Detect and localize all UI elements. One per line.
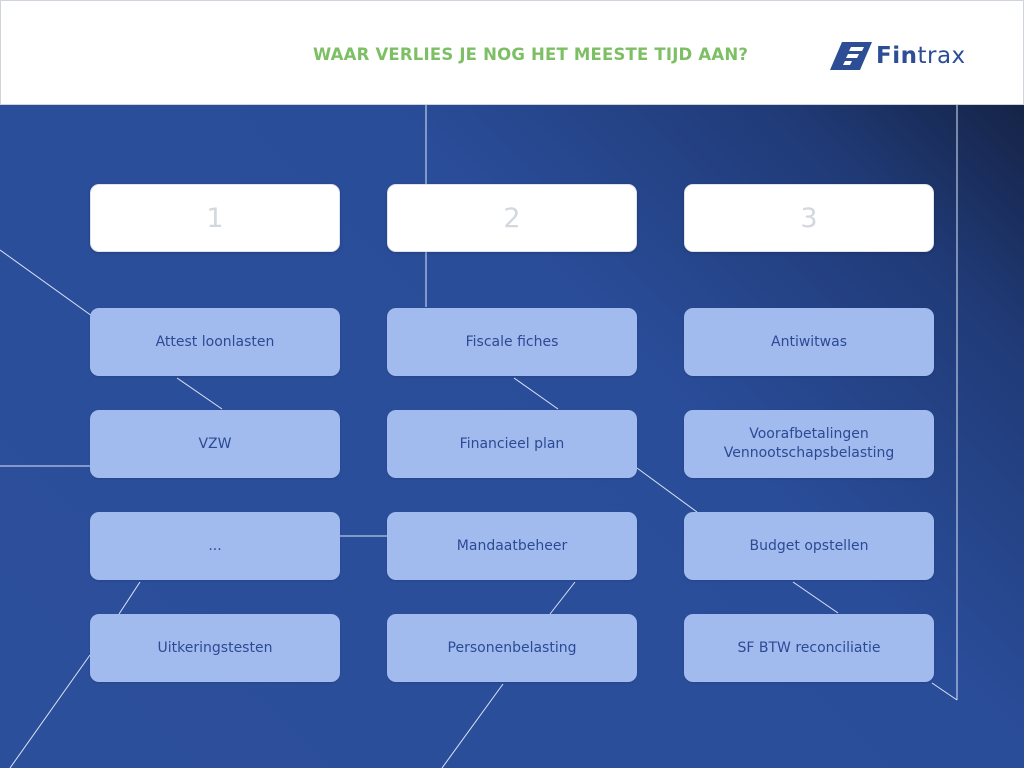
topic-label: Voorafbetalingen Vennootschapsbelasting (723, 426, 895, 461)
topic-card[interactable]: SF BTW reconciliatie (684, 614, 934, 682)
topic-card[interactable]: Budget opstellen (684, 512, 934, 580)
fintrax-logo-icon (830, 42, 872, 70)
column-number-3: 3 (684, 184, 934, 252)
topic-card[interactable]: Attest loonlasten (90, 308, 340, 376)
logo-text-suffix: trax (917, 43, 966, 69)
topic-label: VZW (198, 435, 232, 452)
topic-card[interactable]: Personenbelasting (387, 614, 637, 682)
connector-line (441, 683, 504, 768)
connector-line (636, 467, 698, 513)
connector-line (513, 377, 559, 410)
connector-line (0, 249, 93, 317)
connector-line (118, 581, 141, 615)
topic-card[interactable]: Mandaatbeheer (387, 512, 637, 580)
topic-label: ... (208, 537, 222, 554)
topic-label: Attest loonlasten (155, 333, 275, 350)
page-title: WAAR VERLIES JE NOG HET MEESTE TIJD AAN? (313, 45, 749, 64)
topic-card[interactable]: Voorafbetalingen Vennootschapsbelasting (684, 410, 934, 478)
logo-text: Fintrax (876, 43, 966, 69)
fintrax-logo[interactable]: Fintrax (830, 41, 966, 71)
topic-card[interactable]: VZW (90, 410, 340, 478)
topic-label: Fiscale fiches (465, 333, 559, 350)
topic-label: Financieel plan (459, 435, 565, 452)
topic-card[interactable]: Uitkeringstesten (90, 614, 340, 682)
header-bar: WAAR VERLIES JE NOG HET MEESTE TIJD AAN?… (0, 0, 1024, 105)
connector-line (792, 581, 839, 614)
column-number-label: 3 (800, 202, 818, 234)
topic-card[interactable]: Fiscale fiches (387, 308, 637, 376)
connector-line (931, 682, 958, 701)
column-number-label: 2 (503, 202, 521, 234)
connector-line (549, 581, 576, 615)
topic-label: Personenbelasting (447, 639, 577, 656)
topic-label: Budget opstellen (749, 537, 869, 554)
topic-label: Antiwitwas (771, 333, 847, 350)
topic-label: SF BTW reconciliatie (737, 639, 881, 656)
topic-label: Uitkeringstesten (157, 639, 273, 656)
connector-line (9, 654, 91, 768)
topic-label: Mandaatbeheer (456, 537, 568, 554)
column-number-label: 1 (206, 202, 224, 234)
logo-text-prefix: Fin (876, 43, 918, 69)
column-number-1: 1 (90, 184, 340, 252)
connector-line (176, 377, 223, 410)
topic-card[interactable]: ... (90, 512, 340, 580)
topic-card[interactable]: Financieel plan (387, 410, 637, 478)
topic-card[interactable]: Antiwitwas (684, 308, 934, 376)
column-number-2: 2 (387, 184, 637, 252)
